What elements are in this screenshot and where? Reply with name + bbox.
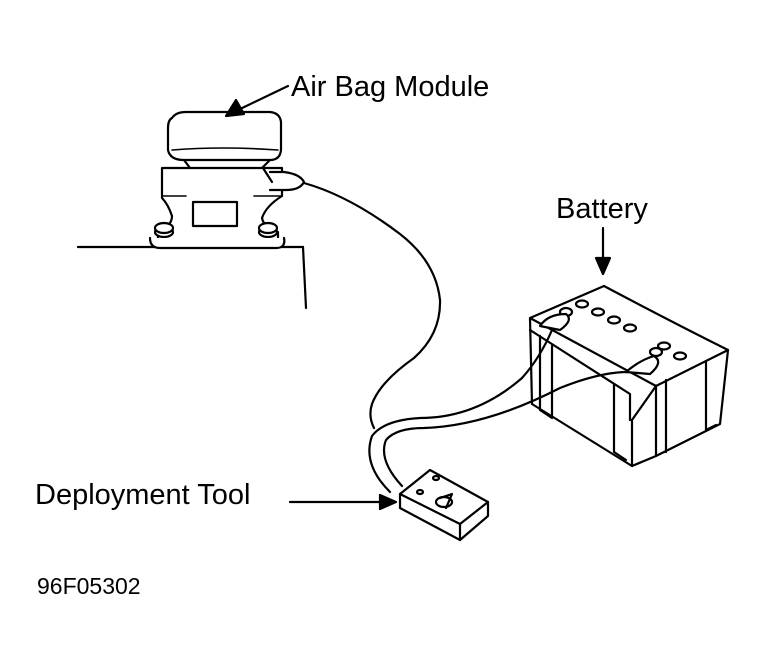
air-bag-module-label: Air Bag Module xyxy=(291,71,490,103)
figure-code: 96F05302 xyxy=(37,573,141,599)
mounting-table xyxy=(76,245,308,310)
air-bag-module xyxy=(148,110,286,250)
battery-arrow xyxy=(594,226,612,276)
battery-unit xyxy=(528,284,730,468)
deployment-tool-arrow xyxy=(288,493,398,511)
module-lead-wire xyxy=(302,181,442,430)
deployment-tool-label: Deployment Tool xyxy=(35,479,251,511)
airbag-arrow xyxy=(224,84,290,118)
deployment-tool-box xyxy=(398,468,490,542)
tool-lead-wire-1 xyxy=(368,328,554,494)
battery-label: Battery xyxy=(556,193,648,225)
tool-lead-wire-2 xyxy=(382,370,630,488)
